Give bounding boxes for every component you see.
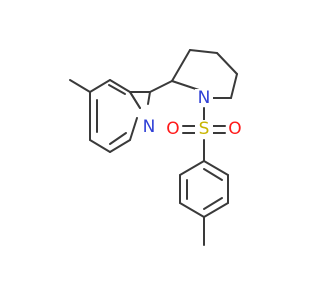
bond	[89, 139, 111, 153]
bond	[216, 52, 238, 75]
bond	[69, 79, 91, 93]
bond	[149, 80, 173, 93]
chemical-structure-diagram: N N S O O	[69, 49, 244, 246]
bond	[179, 202, 205, 218]
bond	[203, 202, 229, 218]
bond	[179, 160, 205, 176]
bond	[108, 84, 126, 95]
bond	[203, 160, 229, 176]
bond	[109, 79, 131, 93]
atom-label-sulfur: S	[199, 119, 210, 139]
atom-label-piperidine-n: N	[198, 88, 211, 108]
bond	[109, 132, 127, 145]
atom-label-oxygen-left: O	[166, 119, 179, 139]
bond	[230, 73, 238, 99]
bond	[203, 197, 223, 210]
bond	[171, 80, 200, 91]
bond	[189, 49, 218, 54]
bonds	[69, 49, 238, 246]
bond	[171, 49, 191, 82]
bond	[129, 117, 138, 141]
atom-labels: N N S O O	[140, 88, 244, 139]
bond	[89, 79, 111, 93]
atom-label-oxygen-right: O	[228, 119, 241, 139]
bond	[147, 91, 151, 105]
bond	[129, 91, 141, 109]
bond	[109, 139, 131, 153]
atom-label-pyridine-n: N	[143, 117, 156, 137]
bond	[203, 168, 223, 181]
structure-canvas: N N S O O	[69, 49, 244, 246]
